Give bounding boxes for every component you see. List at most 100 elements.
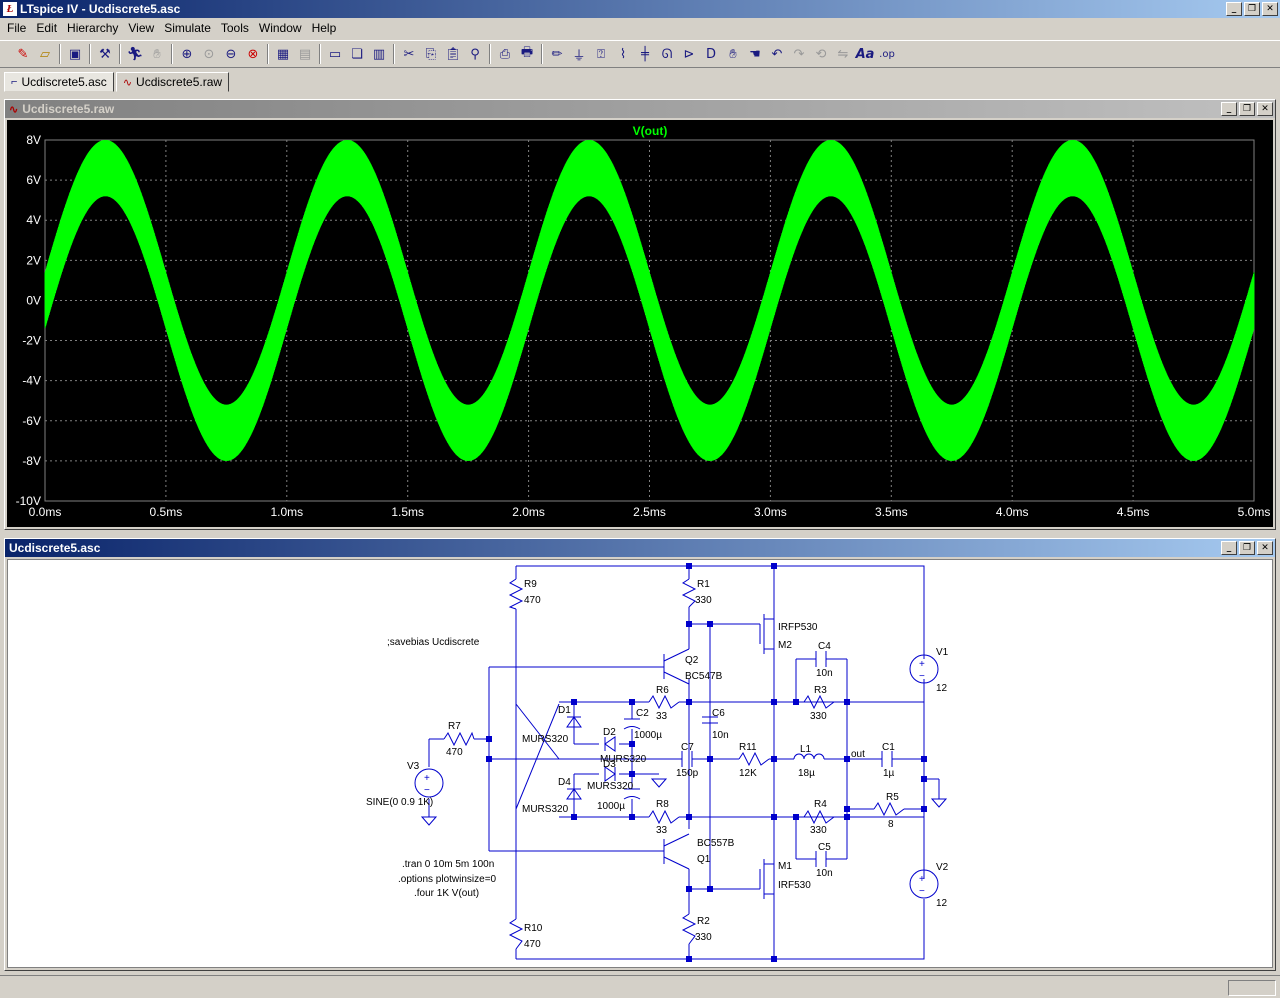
print-preview-icon[interactable]: ⎙: [499, 46, 511, 62]
schematic-close-button[interactable]: ✕: [1257, 541, 1273, 555]
rotate-icon[interactable]: ⟲: [815, 46, 827, 62]
label-q2[interactable]: Q2: [685, 655, 699, 666]
copy-icon[interactable]: ⎘: [425, 46, 437, 62]
value-c5[interactable]: 10n: [816, 868, 833, 879]
directive-options[interactable]: .options plotwinsize=0: [398, 874, 497, 885]
value-r2[interactable]: 330: [695, 932, 712, 943]
schematic-canvas[interactable]: +− +− +−: [7, 559, 1273, 968]
value-r4[interactable]: 330: [810, 825, 827, 836]
resistor-r8[interactable]: [648, 809, 680, 825]
label-d4[interactable]: D4: [558, 777, 571, 788]
component-icon[interactable]: D: [705, 46, 716, 62]
label-r8[interactable]: R8: [656, 799, 669, 810]
trace-label-v-out[interactable]: V(out): [633, 124, 668, 138]
resistor-r5[interactable]: [873, 801, 905, 817]
capacitor-c7[interactable]: [681, 751, 693, 767]
label-c5[interactable]: C5: [818, 842, 831, 853]
model-d3[interactable]: MURS320: [587, 781, 634, 792]
label-net-icon[interactable]: ⍰: [597, 46, 605, 62]
mirror-icon[interactable]: ⇋: [837, 46, 849, 62]
schematic-maximize-button[interactable]: ❐: [1239, 541, 1255, 555]
ground-icon[interactable]: ⏚: [572, 48, 586, 64]
value-l1[interactable]: 18µ: [798, 768, 815, 779]
print-icon[interactable]: 🖶︎: [520, 45, 534, 60]
model-m2[interactable]: IRFP530: [778, 622, 818, 633]
label-r5[interactable]: R5: [886, 792, 899, 803]
wire-icon[interactable]: ✏: [551, 46, 563, 62]
tile-vertical-icon[interactable]: ▥: [372, 46, 386, 62]
diode-d2[interactable]: [604, 736, 616, 752]
value-v1[interactable]: 12: [936, 683, 948, 694]
voltage-source-v3[interactable]: +−: [414, 768, 444, 798]
save-icon[interactable]: ▣: [68, 46, 82, 62]
autorange-icon[interactable]: ▦: [276, 46, 290, 62]
value-v3[interactable]: SINE(0 0.9 1K): [366, 797, 433, 808]
value-r1[interactable]: 330: [695, 595, 712, 606]
pan-icon[interactable]: ⊙: [203, 46, 215, 62]
fft-icon[interactable]: ▤: [298, 46, 312, 62]
label-r10[interactable]: R10: [524, 923, 543, 934]
directive-four[interactable]: .four 1K V(out): [414, 888, 479, 899]
value-r5[interactable]: 8: [888, 819, 894, 830]
label-v2[interactable]: V2: [936, 862, 949, 873]
waveform-maximize-button[interactable]: ❐: [1239, 102, 1255, 116]
halt-icon[interactable]: ✋︎: [153, 46, 161, 62]
transistor-q1[interactable]: [663, 833, 690, 870]
label-c2[interactable]: C2: [636, 708, 649, 719]
value-c4[interactable]: 10n: [816, 668, 833, 679]
resistor-r9[interactable]: [508, 578, 524, 610]
label-c7[interactable]: C7: [681, 742, 694, 753]
label-d1[interactable]: D1: [558, 705, 571, 716]
zoom-full-icon[interactable]: ⊗: [247, 46, 259, 62]
value-c3[interactable]: 1000µ: [597, 801, 625, 812]
zoom-in-icon[interactable]: ⊕: [181, 46, 193, 62]
value-r8[interactable]: 33: [656, 825, 668, 836]
value-r9[interactable]: 470: [524, 595, 541, 606]
minimize-button[interactable]: _: [1226, 2, 1242, 16]
label-r11[interactable]: R11: [739, 742, 757, 753]
waveform-close-button[interactable]: ✕: [1257, 102, 1273, 116]
open-folder-icon[interactable]: ▱: [40, 46, 50, 62]
model-q2[interactable]: BC547B: [685, 671, 723, 682]
cut-icon[interactable]: ✂: [403, 46, 415, 62]
label-r6[interactable]: R6: [656, 685, 669, 696]
model-q1[interactable]: BC557B: [697, 838, 735, 849]
diode-d1[interactable]: [566, 716, 582, 728]
voltage-source-v1[interactable]: +−: [909, 654, 939, 684]
resistor-r11[interactable]: [738, 751, 770, 767]
menu-file[interactable]: File: [7, 21, 27, 35]
menu-window[interactable]: Window: [258, 21, 302, 35]
directive-tran[interactable]: .tran 0 10m 5m 100n: [402, 859, 494, 870]
model-m1[interactable]: IRF530: [778, 880, 811, 891]
menu-edit[interactable]: Edit: [36, 21, 58, 35]
resistor-r3[interactable]: [803, 694, 835, 710]
value-r3[interactable]: 330: [810, 711, 827, 722]
paste-icon[interactable]: 📋︎: [444, 46, 462, 62]
menu-help[interactable]: Help: [311, 21, 337, 35]
value-c7[interactable]: 150p: [676, 768, 699, 779]
diode-d4[interactable]: [566, 788, 582, 800]
find-icon[interactable]: ⚲: [470, 46, 480, 62]
value-r6[interactable]: 33: [656, 711, 668, 722]
maximize-button[interactable]: ❐: [1244, 2, 1260, 16]
close-button[interactable]: ✕: [1262, 2, 1278, 16]
spice-directive-icon[interactable]: .op: [879, 48, 895, 60]
label-c4[interactable]: C4: [818, 641, 831, 652]
waveform-minimize-button[interactable]: _: [1221, 102, 1237, 116]
value-v2[interactable]: 12: [936, 898, 948, 909]
label-l1[interactable]: L1: [800, 744, 812, 755]
transistor-q2[interactable]: [663, 648, 690, 685]
resistor-r4[interactable]: [803, 809, 835, 825]
voltage-source-v2[interactable]: +−: [909, 869, 939, 899]
tile-horizontal-icon[interactable]: ▭: [328, 46, 342, 62]
resistor-r1[interactable]: [681, 578, 697, 608]
tab-waveform[interactable]: ∿ Ucdiscrete5.raw: [115, 72, 230, 92]
diode-icon[interactable]: ⊳: [683, 46, 695, 62]
label-r7[interactable]: R7: [448, 721, 461, 732]
cascade-icon[interactable]: ❏: [351, 46, 363, 62]
value-c6[interactable]: 10n: [712, 730, 729, 741]
label-d3[interactable]: D3: [603, 759, 616, 770]
value-c1[interactable]: 1µ: [883, 768, 895, 779]
label-r1[interactable]: R1: [697, 579, 710, 590]
